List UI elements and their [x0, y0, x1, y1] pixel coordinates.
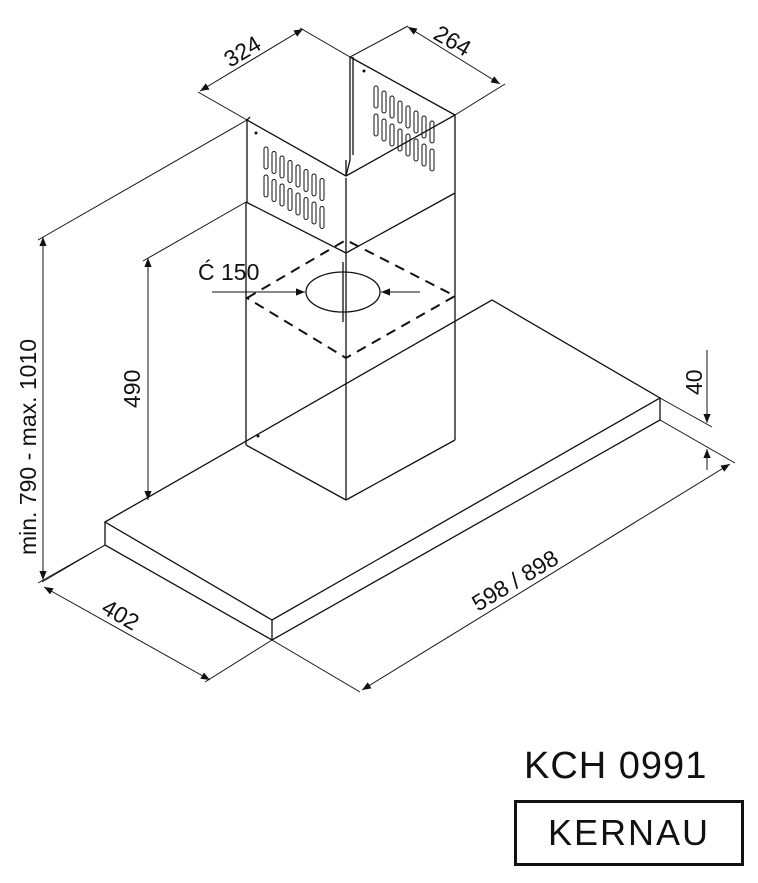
vent-slot: [381, 118, 387, 142]
brand-name: KERNAU: [547, 812, 711, 853]
vent-slot: [279, 183, 285, 207]
dim-total-height: min. 790 - max. 1010: [15, 339, 41, 555]
dim-chimney-depth: 264: [430, 20, 476, 62]
vent-slot: [397, 100, 403, 124]
vent-slot: [311, 201, 317, 225]
dim-lower-chimney-height: 490: [119, 370, 145, 408]
vent-slot: [389, 95, 395, 119]
vent-slot: [311, 173, 317, 197]
vent-slot: [271, 151, 277, 174]
model-number: KCH 0991: [524, 745, 708, 787]
vent-slot: [303, 197, 309, 220]
vent-slot: [319, 178, 325, 201]
vent-slot: [405, 133, 411, 157]
vent-slot: [389, 123, 395, 147]
vent-slot: [295, 164, 301, 188]
upper-chimney: [246, 56, 456, 229]
dim-hood-thickness: 40: [681, 369, 707, 395]
vent-slot: [303, 169, 309, 192]
vent-slot: [421, 143, 427, 167]
vent-slot: [319, 206, 325, 229]
hood-canopy: [103, 299, 662, 641]
vent-slots-left: [263, 146, 325, 229]
vent-slot: [421, 115, 427, 139]
vent-slot: [413, 138, 419, 162]
vent-slot: [381, 90, 387, 114]
vent-slot: [373, 85, 379, 109]
brand-logo: KERNAU: [514, 800, 744, 866]
dim-duct-diameter: Ć 150: [198, 259, 259, 285]
vent-slot: [263, 174, 269, 198]
vent-slot: [405, 105, 411, 129]
vent-slot: [271, 179, 277, 202]
vent-slot: [287, 188, 293, 211]
duct-outline: [212, 238, 458, 360]
dim-hood-width: 598 / 898: [467, 545, 563, 617]
vent-slot: [429, 120, 435, 144]
vent-slot: [295, 192, 301, 216]
vent-slot: [429, 148, 435, 172]
vent-slot: [373, 113, 379, 137]
vent-slot: [279, 155, 285, 179]
vent-slot: [287, 160, 293, 183]
dim-chimney-width: 324: [219, 30, 265, 72]
vent-slot: [397, 128, 403, 152]
vent-slot: [413, 110, 419, 134]
vent-slots-right: [373, 85, 435, 172]
vent-slot: [263, 146, 269, 170]
dimension-lines: [37, 25, 736, 693]
dim-hood-depth: 402: [98, 594, 144, 636]
